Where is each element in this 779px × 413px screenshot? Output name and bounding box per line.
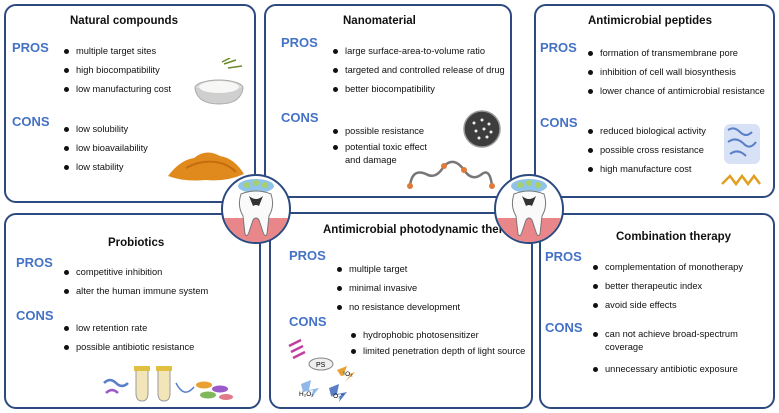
tooth-illustration-left [221,174,291,244]
pros-label: PROS [540,40,577,55]
cons-label: CONS [12,114,50,129]
panel-nanomaterial: Nanomaterial PROS large surface-area-to-… [264,4,512,198]
panel-title: Combination therapy [616,231,732,243]
list-item: hydrophobic photosensitizer [351,326,527,345]
nanoparticle-image [463,110,501,148]
list-item: better therapeutic index [593,277,743,296]
singlet-oxygen-label: ¹O₂ [343,371,353,378]
pros-list: multiple target minimal invasive no resi… [337,260,460,317]
pros-list: multiple target sites high biocompatibil… [64,42,171,99]
superoxide-label: ·O₂⁻ [331,393,345,400]
panel-title: Natural compounds [70,15,178,27]
list-item: large surface-area-to-volume ratio [333,42,505,61]
list-item: inhibition of cell wall biosynthesis [588,63,765,82]
panel-photodynamic-therapy: Antimicrobial photodynamic therapy PROS … [269,212,533,409]
list-item: minimal invasive [337,279,460,298]
pros-label: PROS [16,255,53,270]
cons-list: hydrophobic photosensitizer limited pene… [351,326,527,364]
panel-title: Antimicrobial photodynamic therapy [323,224,523,236]
ps-label: PS [316,362,326,369]
list-item: unnecessary antibiotic exposure [593,360,771,379]
list-item: avoid side effects [593,296,743,315]
list-item: reduced biological activity [588,122,706,141]
photosensitizer-image: PS ¹O₂ H₂O₂ ·O₂⁻ [288,338,355,402]
cons-list: low solubility low bioavailability low s… [64,120,148,177]
panel-probiotics: Probiotics PROS competitive inhibition a… [4,213,261,409]
pros-label: PROS [545,249,582,264]
cons-label: CONS [16,308,54,323]
pros-label: PROS [289,248,326,263]
list-item: multiple target [337,260,460,279]
list-item: formation of transmembrane pore [588,44,765,63]
list-item: multiple target sites [64,42,171,61]
list-item: low stability [64,158,148,177]
list-item: potential toxic effect and damage [333,141,441,167]
list-item: targeted and controlled release of drug [333,61,505,80]
list-item: limited penetration depth of light sourc… [351,345,527,358]
pros-label: PROS [281,35,318,50]
pros-list: large surface-area-to-volume ratio targe… [333,42,505,99]
list-item: complementation of monotherapy [593,258,743,277]
hydrogen-peroxide-label: H₂O₂ [299,391,314,398]
list-item: low manufacturing cost [64,80,171,99]
list-item: possible antibiotic resistance [64,338,194,357]
panel-title: Probiotics [108,237,165,249]
list-item: possible cross resistance [588,141,706,160]
probiotics-tubes-image [103,366,233,402]
list-item: low bioavailability [64,139,148,158]
cons-list: can not achieve broad-spectrum coverage … [593,328,771,379]
list-item: low retention rate [64,319,194,338]
list-item: high manufacture cost [588,160,706,179]
cons-label: CONS [281,110,319,125]
panel-antimicrobial-peptides: Antimicrobial peptides PROS formation of… [534,4,775,198]
cons-list: reduced biological activity possible cro… [588,122,706,179]
pros-list: competitive inhibition alter the human i… [64,263,208,301]
list-item: can not achieve broad-spectrum coverage [593,328,771,354]
list-item: no resistance development [337,298,460,317]
panel-natural-compounds: Natural compounds PROS multiple target s… [4,4,256,203]
panel-title: Nanomaterial [343,15,416,27]
cons-list: possible resistance potential toxic effe… [333,122,441,173]
list-item: competitive inhibition [64,263,208,282]
powder-bowl-image [194,58,244,105]
pros-list: complementation of monotherapy better th… [593,258,743,315]
cons-label: CONS [540,115,578,130]
turmeric-powder-image [168,152,244,181]
pros-list: formation of transmembrane pore inhibiti… [588,44,765,101]
list-item: possible resistance [333,122,441,141]
panel-title: Antimicrobial peptides [588,15,712,27]
list-item: better biocompatibility [333,80,505,99]
list-item: alter the human immune system [64,282,208,301]
list-item: low solubility [64,120,148,139]
cons-label: CONS [545,320,583,335]
nanofiber-image [407,160,495,189]
peptide-structure-image [721,124,761,187]
cons-list: low retention rate possible antibiotic r… [64,319,194,357]
cons-label: CONS [289,314,327,329]
list-item: high biocompatibility [64,61,171,80]
tooth-illustration-right [494,174,564,244]
pros-label: PROS [12,40,49,55]
list-item: lower chance of antimicrobial resistance [588,82,765,101]
panel-combination-therapy: Combination therapy PROS complementation… [539,213,775,409]
